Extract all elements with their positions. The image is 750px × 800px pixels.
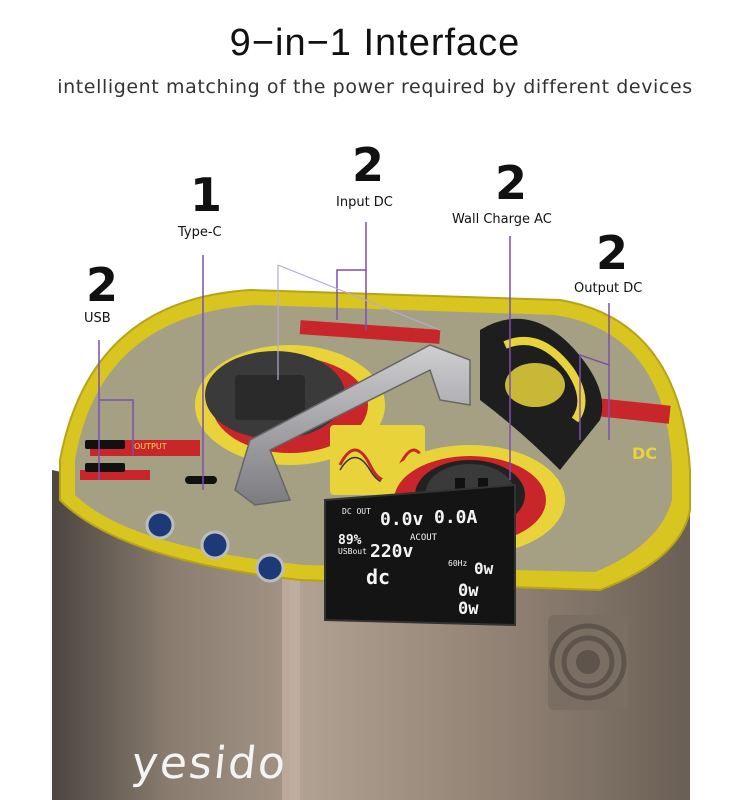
usb-label: USB — [84, 311, 111, 326]
page-subtitle: intelligent matching of the power requir… — [57, 76, 693, 98]
input-dc-label: Input DC — [336, 195, 393, 210]
wall-charge-ac-count: 2 — [495, 156, 528, 210]
output-dc-label: Output DC — [574, 281, 643, 296]
lcd-dc-current: 0.0A — [434, 507, 478, 528]
page-title: 9−in−1 Interface — [229, 22, 521, 64]
lcd-frequency: 60Hz — [448, 559, 468, 568]
dc-panel-label: DC — [632, 444, 657, 463]
output-panel-label: OUTPUT — [134, 442, 167, 451]
wall-charge-ac-label: Wall Charge AC — [452, 212, 552, 227]
output-dc-count: 2 — [596, 226, 629, 280]
lcd-acout: ACOUT — [410, 533, 438, 543]
lcd-dc-voltage: 0.0v — [380, 509, 424, 530]
lcd-usbout: USBout — [338, 547, 367, 556]
lcd-battery-percent: 89% — [338, 533, 362, 548]
lcd-dc-watts: 0w — [458, 581, 479, 601]
lcd-usb-watts: 0w — [458, 599, 479, 619]
lcd-dc-out: DC OUT — [342, 507, 371, 516]
lcd-dc-mode: dc — [366, 565, 391, 589]
usb-count: 2 — [86, 258, 119, 312]
brand-logo: yesido — [129, 738, 290, 789]
lcd-ac-voltage: 220v — [370, 541, 414, 562]
type-c-count: 1 — [190, 168, 223, 222]
type-c-label: Type-C — [178, 225, 222, 240]
input-dc-count: 2 — [352, 138, 385, 192]
lcd-ac-watts: 0w — [474, 559, 494, 578]
lcd-display: DC OUT 0.0v 0.0A ACOUT USBout 89% 220v 6… — [332, 503, 507, 621]
